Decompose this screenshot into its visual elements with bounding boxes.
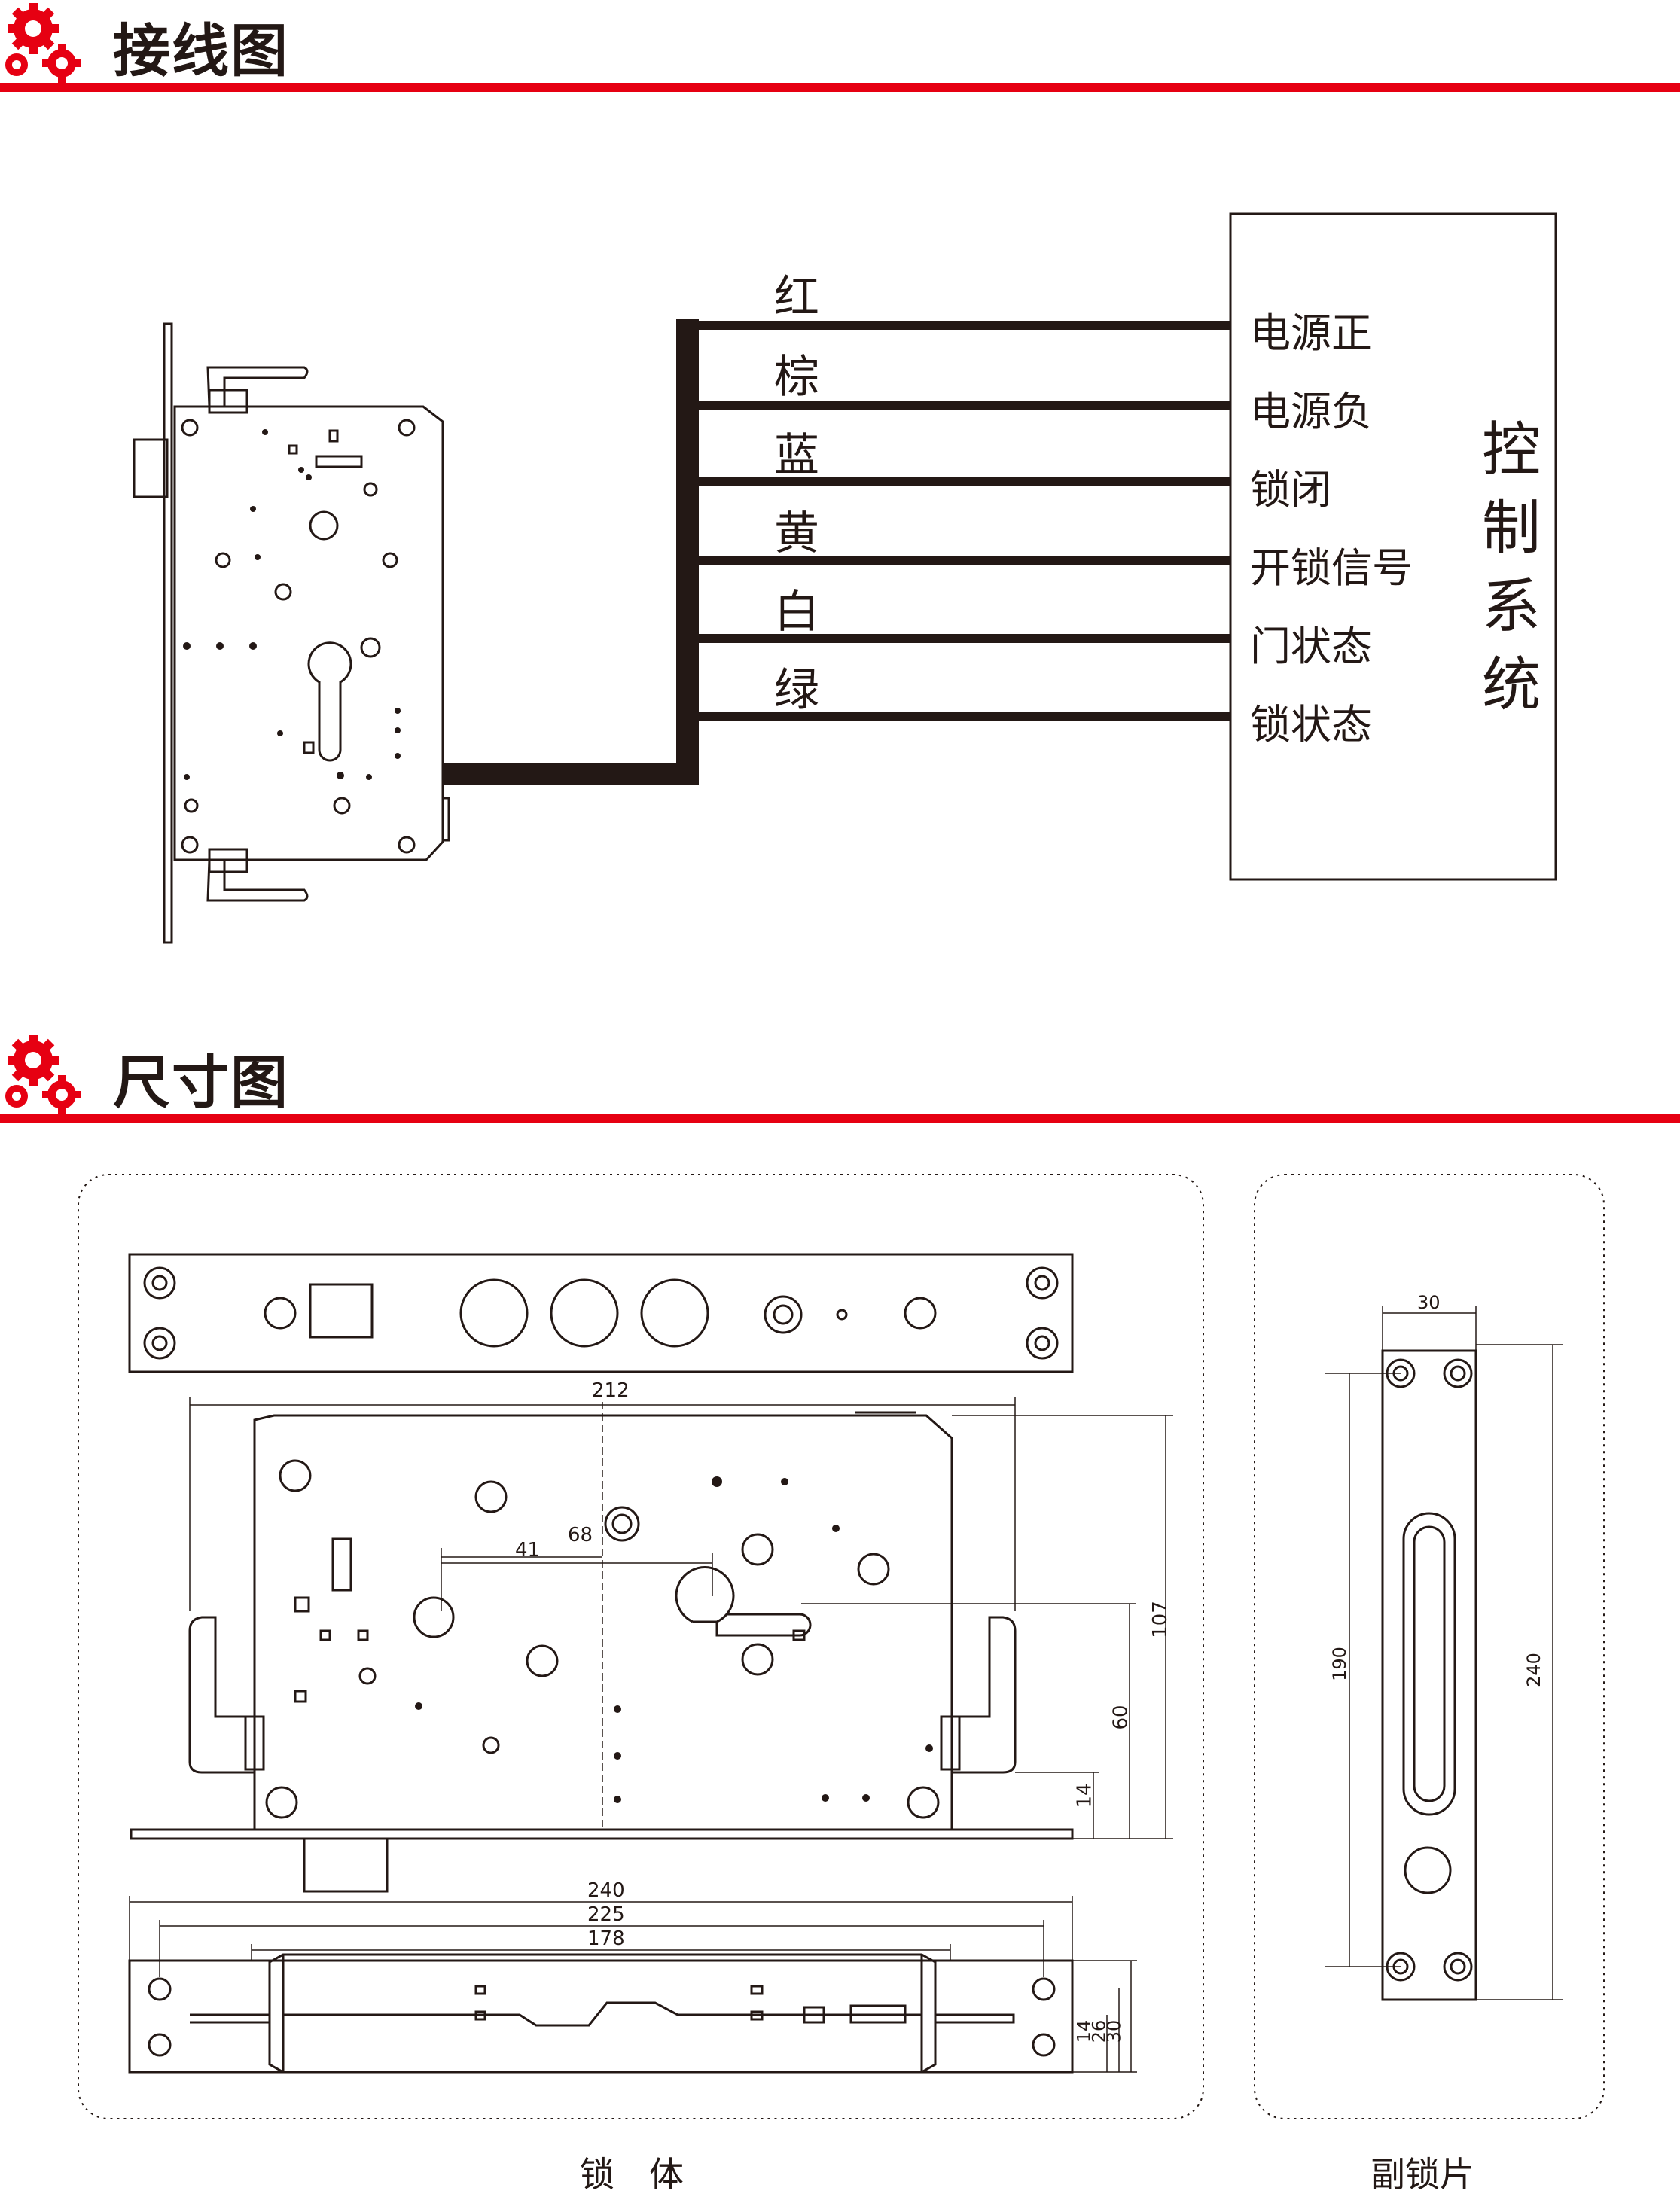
wiring-section-header: 接线图	[0, 0, 1680, 92]
dim-label-strike-190: 190	[1328, 1647, 1350, 1681]
gears-icon	[5, 1035, 81, 1114]
wire-lines	[687, 321, 1230, 721]
gears-icon	[5, 3, 81, 83]
strike-plate-view	[1381, 1349, 1477, 2001]
lock-body-front-view	[130, 1411, 1074, 1893]
wire-color-label: 棕	[774, 351, 819, 404]
lock-body-caption: 锁 体	[580, 2154, 684, 2195]
face-plate-view	[128, 1253, 1074, 1373]
strike-plate-caption: 副锁片	[1371, 2154, 1474, 2195]
signal-label: 电源正	[1250, 309, 1372, 357]
section-title: 尺寸图	[113, 1049, 289, 1116]
lock-body-frame	[78, 1174, 1204, 2119]
wire-color-label: 蓝	[774, 429, 819, 482]
dim-label-60: 60	[1109, 1705, 1133, 1730]
wire-color-label: 绿	[774, 664, 819, 717]
dim-label-212: 212	[592, 1379, 630, 1402]
dim-label-41: 41	[515, 1539, 541, 1562]
bottom-view-dimension-lines	[129, 1896, 1137, 2073]
signal-label: 锁状态	[1250, 701, 1372, 748]
section-rule	[0, 1114, 1680, 1123]
signal-label: 开锁信号	[1250, 544, 1413, 592]
front-view-dots	[415, 1476, 933, 1803]
dim-label-240: 240	[587, 1879, 625, 1902]
dim-label-107: 107	[1148, 1601, 1172, 1638]
lock-body-bottom-view	[128, 1953, 1074, 2074]
dim-label-178: 178	[587, 1927, 625, 1950]
lock-body-illustration	[133, 322, 450, 944]
signal-label: 门状态	[1250, 623, 1372, 670]
cable-bundle	[443, 319, 699, 785]
signal-label: 电源负	[1250, 388, 1372, 435]
section-rule	[0, 83, 1680, 92]
dim-label-225: 225	[587, 1903, 625, 1926]
dim-label-side-30: 30	[1103, 2019, 1125, 2043]
dim-label-14: 14	[1073, 1783, 1096, 1808]
control-system-box	[1229, 212, 1557, 881]
dim-label-strike-240: 240	[1523, 1653, 1544, 1687]
wire-color-label: 红	[774, 271, 819, 324]
dim-label-68: 68	[568, 1524, 593, 1546]
signal-label: 锁闭	[1250, 466, 1331, 513]
front-view-dimension-lines	[189, 1397, 1173, 1839]
wire-color-label: 黄	[774, 507, 819, 560]
dim-label-strike-30: 30	[1417, 1292, 1441, 1313]
dimension-section-header: 尺寸图	[0, 1031, 1680, 1123]
section-title: 接线图	[113, 17, 289, 84]
lock-body-dots	[183, 429, 401, 780]
control-system-label: 控制系统	[1481, 416, 1541, 719]
wire-color-label: 白	[774, 586, 819, 638]
strike-plate-dimension-lines	[1325, 1306, 1563, 2000]
strike-plate-frame	[1254, 1174, 1605, 2119]
